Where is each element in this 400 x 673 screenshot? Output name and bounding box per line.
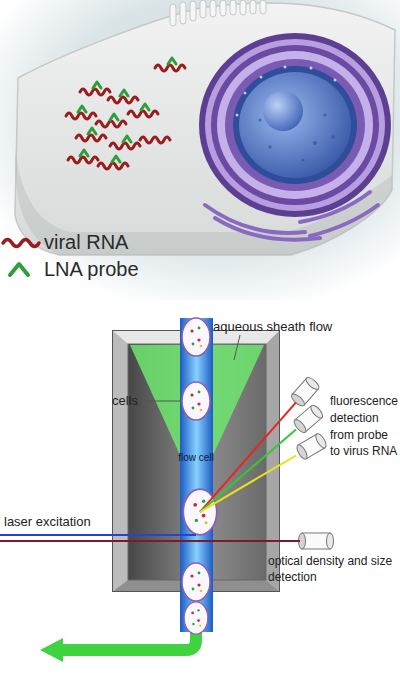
nucleus (236, 66, 337, 117)
nucleus (244, 92, 247, 95)
node-label: optical density and size detection (268, 554, 398, 585)
detector-cylinder (292, 403, 324, 434)
microvilli (250, 0, 256, 14)
microvilli (230, 0, 236, 15)
microvilli (210, 0, 216, 17)
lna-probe (123, 136, 131, 142)
viral-rna (128, 111, 158, 117)
flow-cell-housing (112, 330, 128, 592)
detector-cylinder (299, 533, 306, 549)
viral-rna (66, 113, 96, 119)
nucleus (225, 59, 365, 191)
nucleus (233, 66, 357, 184)
nucleus (260, 76, 263, 79)
lna-probe (112, 156, 120, 162)
legend-rna-sample (3, 240, 39, 247)
nucleus (331, 135, 334, 138)
flow-label: aqueous sheath flow (213, 319, 373, 335)
detector-cylinder (292, 418, 308, 435)
detector-cylinder (295, 432, 328, 461)
nucleus (310, 67, 313, 70)
microvilli (180, 2, 186, 24)
nucleus (211, 45, 379, 205)
background-haze (0, 0, 400, 300)
nucleus (313, 141, 317, 145)
microvilli (260, 0, 266, 14)
nucleus (284, 66, 287, 69)
nucleus (217, 51, 373, 199)
light-path (280, 402, 296, 420)
lna-probe (110, 114, 118, 120)
microvilli (220, 0, 226, 16)
lna-probe (141, 104, 149, 110)
detector-cylinder (290, 376, 321, 408)
detector-cylinder (299, 533, 334, 549)
microvilli (170, 4, 176, 26)
microvilli (170, 0, 266, 26)
legend-label: viral RNA (44, 230, 244, 254)
cell-body (15, 3, 395, 255)
flow-cell-housing (112, 580, 280, 592)
lna-probe (78, 106, 86, 112)
nucleus (302, 159, 305, 162)
flowing-cell (184, 602, 208, 634)
light-path (280, 429, 296, 443)
viral-rna (76, 135, 106, 141)
microvilli (240, 0, 246, 15)
nucleus (268, 145, 272, 149)
detector-cylinder (304, 376, 321, 392)
viral-rna (80, 89, 110, 95)
cells-label: cells (112, 393, 152, 409)
legend-probe-sample (10, 264, 28, 275)
light-path (280, 540, 300, 542)
light-path (280, 456, 296, 465)
nucleus (263, 91, 303, 131)
flow-cell-housing (113, 331, 280, 592)
viral-rna (140, 137, 170, 143)
outflow-arrow (62, 628, 196, 650)
lna-probe (88, 128, 96, 134)
nucleus (259, 119, 262, 122)
detector-cylinder (327, 533, 334, 549)
detector-cylinder (302, 533, 330, 549)
optical-detector: optical density and size detection (300, 528, 400, 568)
nucleus (323, 113, 326, 116)
nucleus (205, 39, 385, 211)
lna-probe (168, 58, 176, 64)
flow-cell-housing (266, 330, 280, 592)
cell-illustration (0, 0, 400, 300)
viral-rna (110, 143, 140, 149)
viral-rna (155, 65, 185, 71)
detector-cylinder (314, 432, 328, 449)
nucleus (199, 33, 391, 217)
legend-label: LNA probe (44, 257, 244, 281)
microvilli (190, 1, 196, 21)
flow-cell-box: flow cell (112, 330, 280, 592)
node-label: flow cell (171, 452, 221, 464)
node-label: fluorescence detection from probe to vir… (330, 393, 400, 460)
viral-rna (66, 65, 185, 169)
outflow-arrowhead (40, 638, 63, 662)
lna-probe (93, 82, 101, 88)
viral-rna (108, 97, 138, 103)
viral-rna (68, 157, 98, 163)
detector-cylinder (295, 443, 309, 460)
microvilli (200, 0, 206, 18)
nucleus (199, 33, 391, 217)
lna-probe (78, 58, 176, 162)
lna-probe (80, 150, 88, 156)
viral-rna (98, 163, 128, 169)
lna-probe (120, 90, 128, 96)
detector-cylinder (309, 403, 325, 420)
nucleus (236, 114, 239, 117)
nucleus (239, 72, 351, 178)
fluorescence-detector: fluorescence detection from probe to vir… (296, 380, 400, 480)
viral-rna (96, 121, 126, 127)
detector-cylinder (290, 392, 307, 408)
flow-cell-housing (113, 331, 280, 592)
nucleus (334, 79, 337, 82)
flow-cell-housing (128, 344, 266, 580)
laser-label: laser excitation (4, 514, 164, 530)
